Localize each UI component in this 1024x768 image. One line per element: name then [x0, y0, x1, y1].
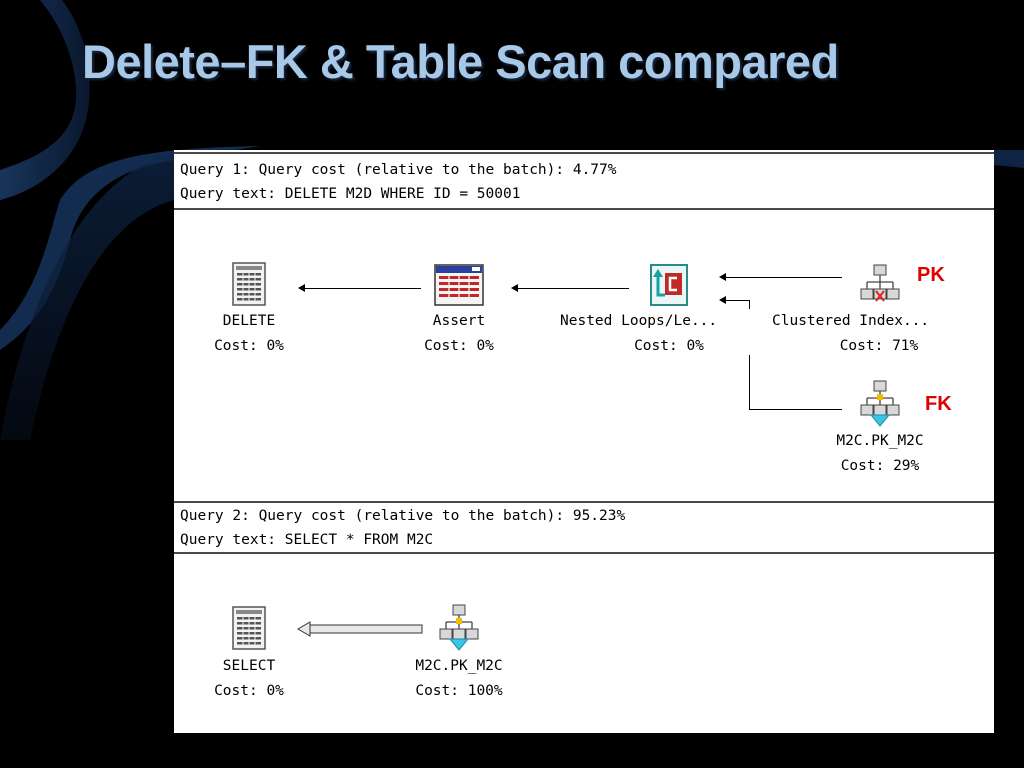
delete-operator-icon[interactable] — [232, 262, 266, 306]
node-select-cost: Cost: 0% — [214, 683, 284, 699]
node-nested-loops-cost: Cost: 0% — [634, 338, 704, 354]
node-scan-name: M2C.PK_M2C — [415, 658, 503, 674]
node-scan-cost: Cost: 100% — [415, 683, 503, 699]
arrow-head — [719, 296, 726, 304]
query2-top-divider — [174, 501, 994, 503]
execution-plan-panel: Query 1: Query cost (relative to the bat… — [174, 150, 994, 733]
node-delete-cost: Cost: 0% — [214, 338, 284, 354]
slide-title: Delete–FK & Table Scan compared — [82, 35, 839, 88]
node-fk-scan-name: M2C.PK_M2C — [836, 433, 924, 449]
arrow-head — [511, 284, 518, 292]
thick-arrow-connector — [297, 621, 423, 637]
connector-nested-assert — [514, 288, 629, 289]
query1-header: Query 1: Query cost (relative to the bat… — [180, 162, 617, 178]
connector-scan-nested-stub — [749, 300, 750, 309]
node-select-name: SELECT — [222, 658, 276, 674]
top-divider — [174, 152, 994, 154]
query2-divider — [174, 552, 994, 554]
connector-scan-nested-vertical — [749, 355, 750, 410]
query2-header: Query 2: Query cost (relative to the bat… — [180, 508, 626, 524]
pk-callout: PK — [917, 264, 945, 286]
clustered-index-scan-icon[interactable] — [857, 379, 903, 429]
query1-divider — [174, 208, 994, 210]
arrow-head — [298, 284, 305, 292]
node-clustered-index-name: Clustered Index... — [772, 313, 930, 329]
nested-loops-icon[interactable] — [649, 263, 689, 307]
query2-text: Query text: SELECT * FROM M2C — [180, 532, 434, 548]
node-fk-scan-cost: Cost: 29% — [840, 458, 920, 474]
connector-assert-delete — [301, 288, 421, 289]
clustered-index-delete-icon[interactable] — [857, 263, 903, 305]
connector-clustered-nested — [722, 277, 842, 278]
fk-callout: FK — [925, 393, 952, 415]
connector-scan-nested-top — [722, 300, 749, 301]
arrow-head — [719, 273, 726, 281]
node-assert-name: Assert — [432, 313, 486, 329]
node-delete-name: DELETE — [222, 313, 276, 329]
node-assert-cost: Cost: 0% — [424, 338, 494, 354]
assert-operator-icon[interactable] — [434, 264, 484, 306]
connector-scan-nested-bottom — [749, 409, 842, 410]
clustered-index-scan-icon[interactable] — [436, 603, 482, 653]
select-operator-icon[interactable] — [232, 606, 266, 650]
node-nested-loops-name: Nested Loops/Le... — [560, 313, 718, 329]
node-clustered-index-cost: Cost: 71% — [839, 338, 919, 354]
query1-text: Query text: DELETE M2D WHERE ID = 50001 — [180, 186, 521, 202]
